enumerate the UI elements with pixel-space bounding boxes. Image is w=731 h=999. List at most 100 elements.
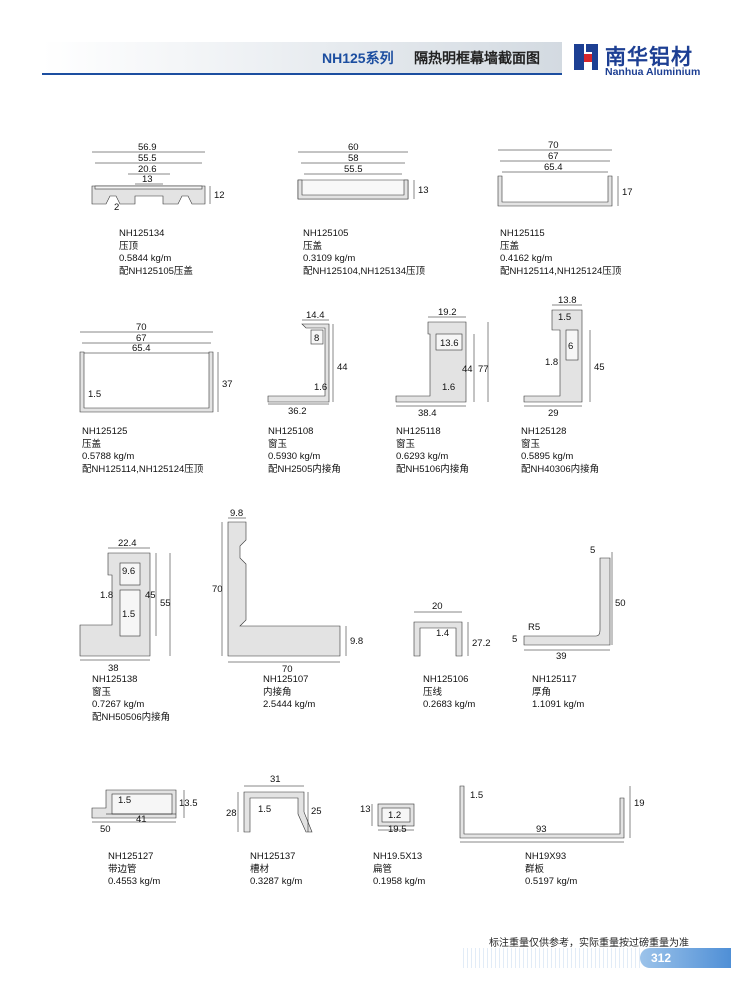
dim-label: 37	[222, 379, 233, 390]
profile-caption-nh125106: NH125106 压线 0.2683 kg/m	[423, 674, 475, 712]
profile-code: NH125137	[250, 851, 296, 862]
dim-label: 58	[348, 153, 359, 164]
dim-label: 6	[568, 341, 573, 352]
dim-label: 1.8	[545, 357, 558, 368]
profile-code: NH125106	[423, 674, 469, 685]
profile-match: 配NH40306内接角	[521, 463, 600, 475]
brand-name-en: Nanhua Aluminium	[605, 66, 701, 78]
dim-label: R5	[528, 622, 540, 633]
profile-name: 窗玉	[396, 438, 416, 450]
profile-caption-nh125127: NH125127 带边管 0.4553 kg/m	[108, 851, 160, 889]
profile-drawing-nh125127	[91, 789, 177, 819]
dim-label: 38	[108, 663, 119, 674]
profile-code: NH125127	[108, 851, 154, 862]
profile-caption-nh125105: NH125105 压盖 0.3109 kg/m 配NH125104,NH1251…	[303, 228, 425, 278]
dim-label: 39	[556, 651, 567, 662]
series-label: NH125系列	[322, 50, 394, 66]
profile-caption-nh125117: NH125117 厚角 1.1091 kg/m	[532, 674, 584, 712]
dim-label: 1.5	[122, 609, 135, 620]
dim-label: 67	[548, 151, 559, 162]
profile-weight: 0.4162 kg/m	[500, 253, 553, 264]
profile-match: 配NH125114,NH125124压顶	[82, 463, 204, 475]
dim-label: 22.4	[118, 538, 137, 549]
dim-label: 60	[348, 142, 359, 153]
profile-drawing-nh125115	[497, 175, 613, 207]
profile-caption-nh19x93: NH19X93 群板 0.5197 kg/m	[525, 851, 577, 889]
profile-caption-nh125115: NH125115 压盖 0.4162 kg/m 配NH125114,NH1251…	[500, 228, 621, 278]
dim-label: 65.4	[544, 162, 563, 173]
dim-label: 13.6	[440, 338, 459, 349]
profile-drawing-nh125117	[523, 557, 611, 646]
profile-name: 窗玉	[521, 438, 541, 450]
dim-label: 1.6	[442, 382, 455, 393]
dim-label: 2	[114, 202, 119, 213]
profile-code: NH19X93	[525, 851, 567, 862]
profile-drawing-nh125106	[413, 621, 463, 657]
profile-weight: 0.3109 kg/m	[303, 253, 356, 264]
dim-label: 20	[432, 601, 443, 612]
profile-name: 压盖	[82, 438, 102, 450]
dim-label: 70	[548, 140, 559, 151]
dim-label: 29	[548, 408, 559, 419]
dim-label: 13	[142, 174, 153, 185]
profile-weight: 0.5895 kg/m	[521, 451, 574, 462]
profile-code: NH19.5X13	[373, 851, 423, 862]
profile-drawing-nh125108	[267, 323, 330, 403]
page-number: 312	[651, 951, 672, 965]
profile-match: 配NH125105压盖	[119, 265, 193, 277]
dim-label: 50	[100, 824, 111, 835]
dim-label: 27.2	[472, 638, 491, 649]
dim-label: 41	[136, 814, 147, 825]
dim-label: 5	[590, 545, 595, 556]
dim-label: 20.6	[138, 164, 157, 175]
dim-label: 67	[136, 333, 147, 344]
profile-name: 厚角	[532, 686, 552, 698]
dim-label: 5	[512, 634, 517, 645]
dim-label: 70	[212, 584, 223, 595]
dim-label: 77	[478, 364, 489, 375]
profile-name: 群板	[525, 863, 545, 875]
dim-label: 8	[314, 333, 319, 344]
profile-match: 配NH50506内接角	[92, 711, 171, 723]
dim-label: 55.5	[344, 164, 363, 175]
profile-name: 压顶	[119, 240, 139, 252]
profile-match: 配NH125114,NH125124压顶	[500, 265, 622, 277]
profile-name: 窗玉	[268, 438, 288, 450]
profile-name: 窗玉	[92, 686, 112, 698]
profile-weight: 0.5197 kg/m	[525, 876, 578, 887]
profile-code: NH125117	[532, 674, 577, 685]
dim-label: 55	[160, 598, 171, 609]
dim-label: 28	[226, 808, 237, 819]
profile-code: NH125115	[500, 228, 545, 239]
dim-label: 50	[615, 598, 626, 609]
dim-label: 25	[311, 806, 322, 817]
dim-label: 70	[136, 322, 147, 333]
profile-code: NH125108	[268, 426, 314, 437]
page-tab	[640, 948, 731, 968]
profile-weight: 0.7267 kg/m	[92, 699, 145, 710]
profile-code: NH125118	[396, 426, 441, 437]
profile-weight: 0.2683 kg/m	[423, 699, 476, 710]
dim-label: 1.8	[100, 590, 113, 601]
dim-label: 44	[337, 362, 348, 373]
dim-label: 1.5	[258, 804, 271, 815]
profile-code: NH125125	[82, 426, 128, 437]
header-rule	[42, 73, 562, 75]
profile-name: 压盖	[303, 240, 323, 252]
profile-weight: 1.1091 kg/m	[532, 699, 585, 710]
profile-drawing-nh125138	[79, 552, 151, 657]
dim-label: 36.2	[288, 406, 307, 417]
profile-caption-nh19-5x13: NH19.5X13 扁管 0.1958 kg/m	[373, 851, 425, 889]
dim-label: 70	[282, 664, 293, 675]
profile-caption-nh125137: NH125137 槽材 0.3287 kg/m	[250, 851, 302, 889]
dim-label: 1.5	[470, 790, 483, 801]
profile-weight: 0.6293 kg/m	[396, 451, 449, 462]
dim-label: 56.9	[138, 142, 157, 153]
profile-drawing-nh125125	[79, 351, 214, 413]
dim-label: 45	[145, 590, 156, 601]
dim-label: 1.4	[436, 628, 449, 639]
profile-caption-nh125108: NH125108 窗玉 0.5930 kg/m 配NH2505内接角	[268, 426, 341, 476]
profile-name: 压盖	[500, 240, 520, 252]
profile-code: NH125138	[92, 674, 138, 685]
